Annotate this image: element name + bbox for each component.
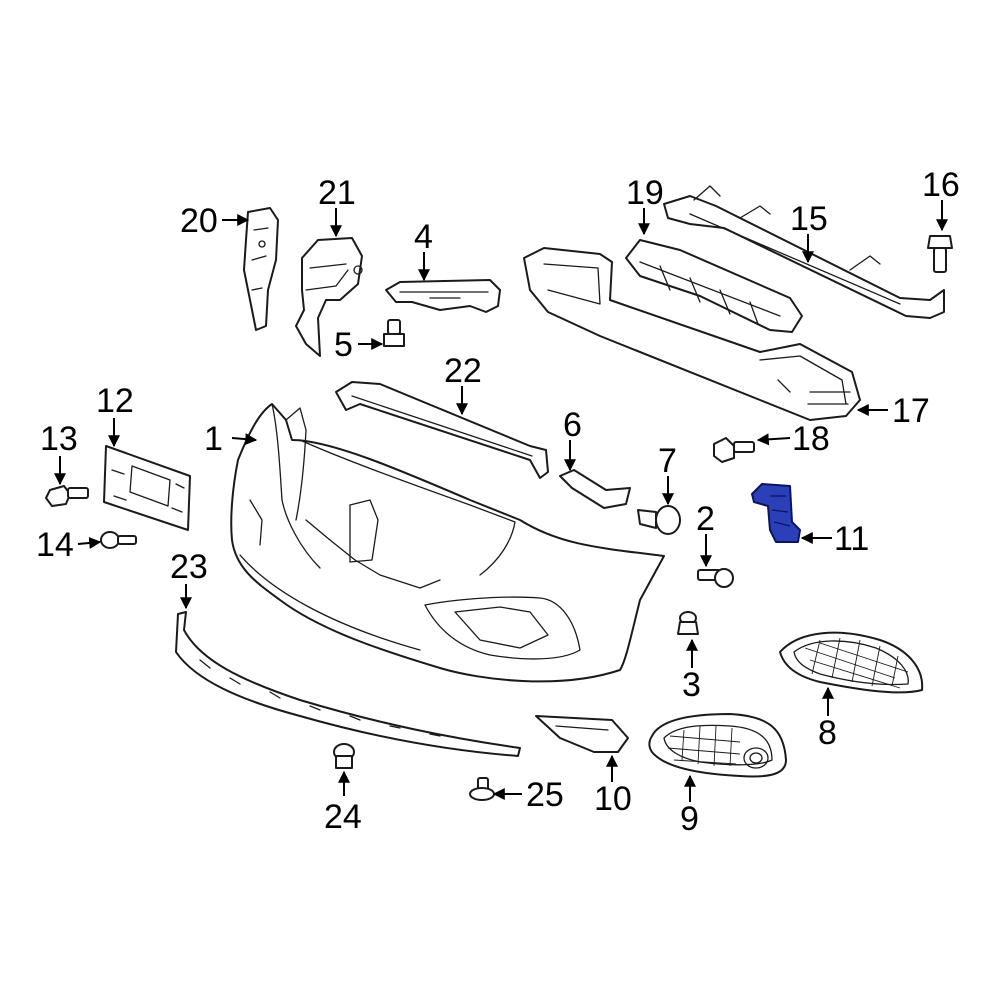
upper-cover-part-22[interactable] [335, 381, 549, 479]
callout-20: 20 [180, 202, 218, 240]
side-bracket-part-21[interactable] [295, 237, 363, 357]
bolt-part-18[interactable] [713, 437, 755, 463]
molding-part-6[interactable] [559, 469, 631, 509]
screw-part-14[interactable] [100, 531, 137, 549]
callout-3: 3 [682, 666, 701, 704]
callout-14: 14 [36, 526, 74, 564]
license-bracket-part-12[interactable] [103, 445, 191, 531]
leader-lines [54, 200, 948, 802]
callout-13: 13 [40, 420, 78, 458]
side-bracket-part-20[interactable] [243, 207, 279, 331]
callout-22: 22 [444, 352, 482, 390]
callout-7: 7 [658, 442, 677, 480]
screw-part-25[interactable] [469, 777, 495, 801]
callout-25: 25 [526, 776, 564, 814]
callout-21: 21 [318, 174, 356, 212]
callout-4: 4 [414, 218, 433, 256]
bolt-part-5[interactable] [383, 319, 405, 347]
callout-9: 9 [680, 800, 699, 838]
bracket-part-4[interactable] [385, 279, 501, 313]
callout-19: 19 [626, 174, 664, 212]
callout-17: 17 [892, 392, 930, 430]
callout-24: 24 [324, 798, 362, 836]
callout-11: 11 [834, 520, 869, 558]
screw-part-13[interactable] [45, 485, 89, 507]
callout-labels: 1 2 3 4 5 6 7 8 9 10 11 12 13 14 15 16 1… [36, 166, 960, 838]
callout-6: 6 [563, 406, 582, 444]
callout-5: 5 [334, 326, 353, 364]
callout-15: 15 [790, 200, 828, 238]
clip-part-3[interactable] [677, 611, 699, 635]
callout-8: 8 [818, 714, 837, 752]
grille-left-mesh [667, 725, 741, 767]
callout-10: 10 [594, 780, 632, 818]
callout-12: 12 [96, 382, 134, 420]
bolt-part-2[interactable] [697, 568, 734, 588]
grille-right-mesh [804, 637, 909, 689]
absorber-part-19[interactable] [625, 239, 803, 333]
bumper-cover-part-1[interactable] [230, 403, 665, 683]
callout-18: 18 [792, 420, 830, 458]
reinforcement-beam-part-17[interactable] [523, 247, 861, 421]
callout-2: 2 [696, 500, 715, 538]
lower-spoiler-part-23[interactable] [175, 611, 521, 757]
grille-right-part-8[interactable] [779, 631, 924, 694]
clip-part-7[interactable] [637, 505, 681, 535]
callout-23: 23 [170, 548, 208, 586]
callout-16: 16 [922, 166, 960, 204]
clip-part-24[interactable] [333, 743, 355, 769]
garnish-part-10[interactable] [535, 715, 629, 753]
callout-1: 1 [204, 420, 223, 458]
grille-left-part-9[interactable] [648, 713, 787, 778]
bolt-part-16[interactable] [927, 235, 953, 273]
bracket-part-11-highlighted[interactable] [751, 483, 801, 543]
